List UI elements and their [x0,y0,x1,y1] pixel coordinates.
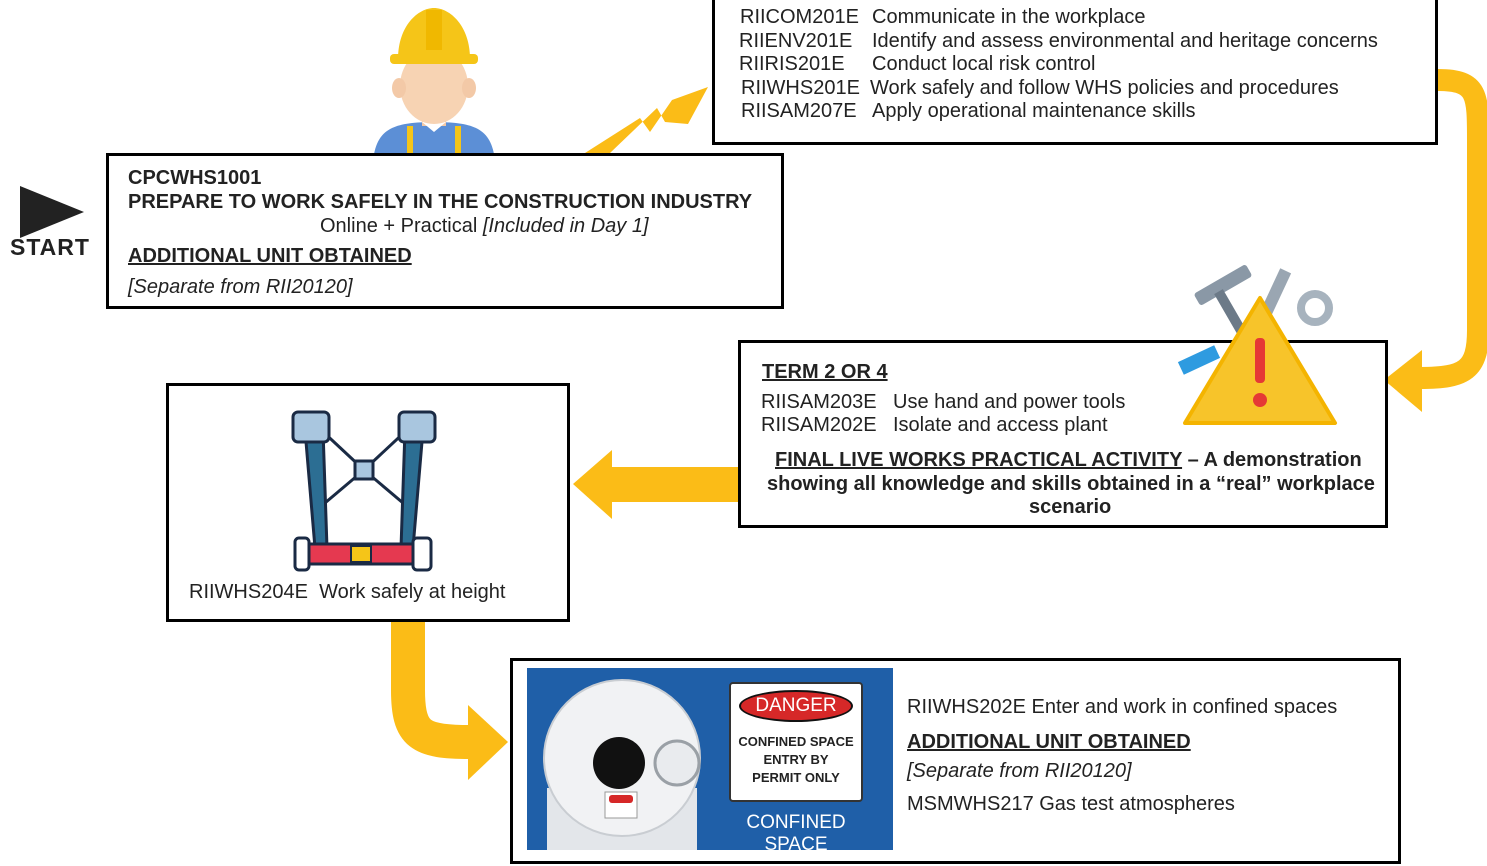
tools-warning-icon [1177,265,1337,425]
unit-name: Communicate in the workplace [872,6,1146,28]
separate-note: [Separate from RII20120] [128,276,353,298]
additional-unit-heading: ADDITIONAL UNIT OBTAINED [128,245,412,267]
unit-code: RIISAM202E [761,414,877,436]
construction-worker-icon [374,8,494,154]
box-term-2-or-4: TERM 2 OR 4 RIISAM203E Use hand and powe… [738,340,1388,528]
unit-code: RIIWHS204E [189,581,308,603]
sign-line1: CONFINED SPACE [738,734,854,749]
box-cpcwhs1001: CPCWHS1001 PREPARE TO WORK SAFELY IN THE… [106,153,784,309]
term-heading: TERM 2 OR 4 [762,361,888,383]
unit-title: PREPARE TO WORK SAFELY IN THE CONSTRUCTI… [128,191,753,213]
unit-name: Identify and assess environmental and he… [872,30,1378,52]
box-work-at-height: RIIWHS204E Work safely at height [166,383,570,622]
arrow-box1-to-box2 [585,87,708,153]
final-activity-line1: FINAL LIVE WORKS PRACTICAL ACTIVITY – A … [775,449,1362,472]
unit-name: Use hand and power tools [893,391,1126,413]
arrow-box3-to-box4 [573,450,738,519]
play-icon [20,186,84,238]
separate-note: [Separate from RII20120] [907,760,1132,782]
unit-code: RIISAM207E [741,100,857,122]
unit-code: RIIRIS201E [739,53,845,75]
confined-space-tank-icon [543,679,701,850]
start-label: START [10,234,90,260]
danger-sign: DANGER CONFINED SPACE ENTRY BY PERMIT ON… [729,682,863,802]
unit-name: Apply operational maintenance skills [872,100,1196,122]
arrow-box2-to-box3 [1384,69,1487,412]
unit-code: RIIENV201E [739,30,853,52]
delivery-mode: Online + Practical [Included in Day 1] [320,215,649,238]
unit-code: CPCWHS1001 [128,167,262,189]
confined-space-footer: CONFINED SPACE [746,812,846,850]
unit-code: RIICOM201E [740,6,859,28]
final-activity-line3: scenario [1029,496,1112,518]
confined-space-image: DANGER CONFINED SPACE ENTRY BY PERMIT ON… [527,668,893,850]
gas-test-unit: MSMWHS217 Gas test atmospheres [907,793,1235,815]
unit-name: Work safely and follow WHS policies and … [870,77,1339,99]
box-core-units: RIICOM201E Communicate in the workplace … [712,0,1438,145]
unit-name: Isolate and access plant [893,414,1108,436]
sign-line3: PERMIT ONLY [752,770,840,785]
sign-line2: ENTRY BY [763,752,829,767]
start-marker[interactable]: START [6,184,98,264]
arrow-box4-to-box5 [391,620,508,780]
final-activity-line2: showing all knowledge and skills obtaine… [767,473,1375,495]
safety-harness-icon [291,410,437,572]
delivery-mode-note: [Included in Day 1] [482,215,649,237]
unit-name: Conduct local risk control [872,53,1096,75]
final-activity-desc: – A demonstration [1182,449,1362,471]
unit-entry: RIIWHS202E Enter and work in confined sp… [907,696,1338,718]
delivery-mode-text: Online + Practical [320,215,483,237]
additional-unit-heading: ADDITIONAL UNIT OBTAINED [907,731,1191,753]
danger-label: DANGER [739,690,853,722]
final-activity-title: FINAL LIVE WORKS PRACTICAL ACTIVITY [775,449,1183,471]
unit-name: Work safely at height [319,581,506,603]
unit-code: RIIWHS201E [741,77,860,99]
box-confined-spaces: DANGER CONFINED SPACE ENTRY BY PERMIT ON… [510,658,1401,864]
unit-entry: RIIWHS204E Work safely at height [189,581,505,604]
unit-code: RIISAM203E [761,391,877,413]
